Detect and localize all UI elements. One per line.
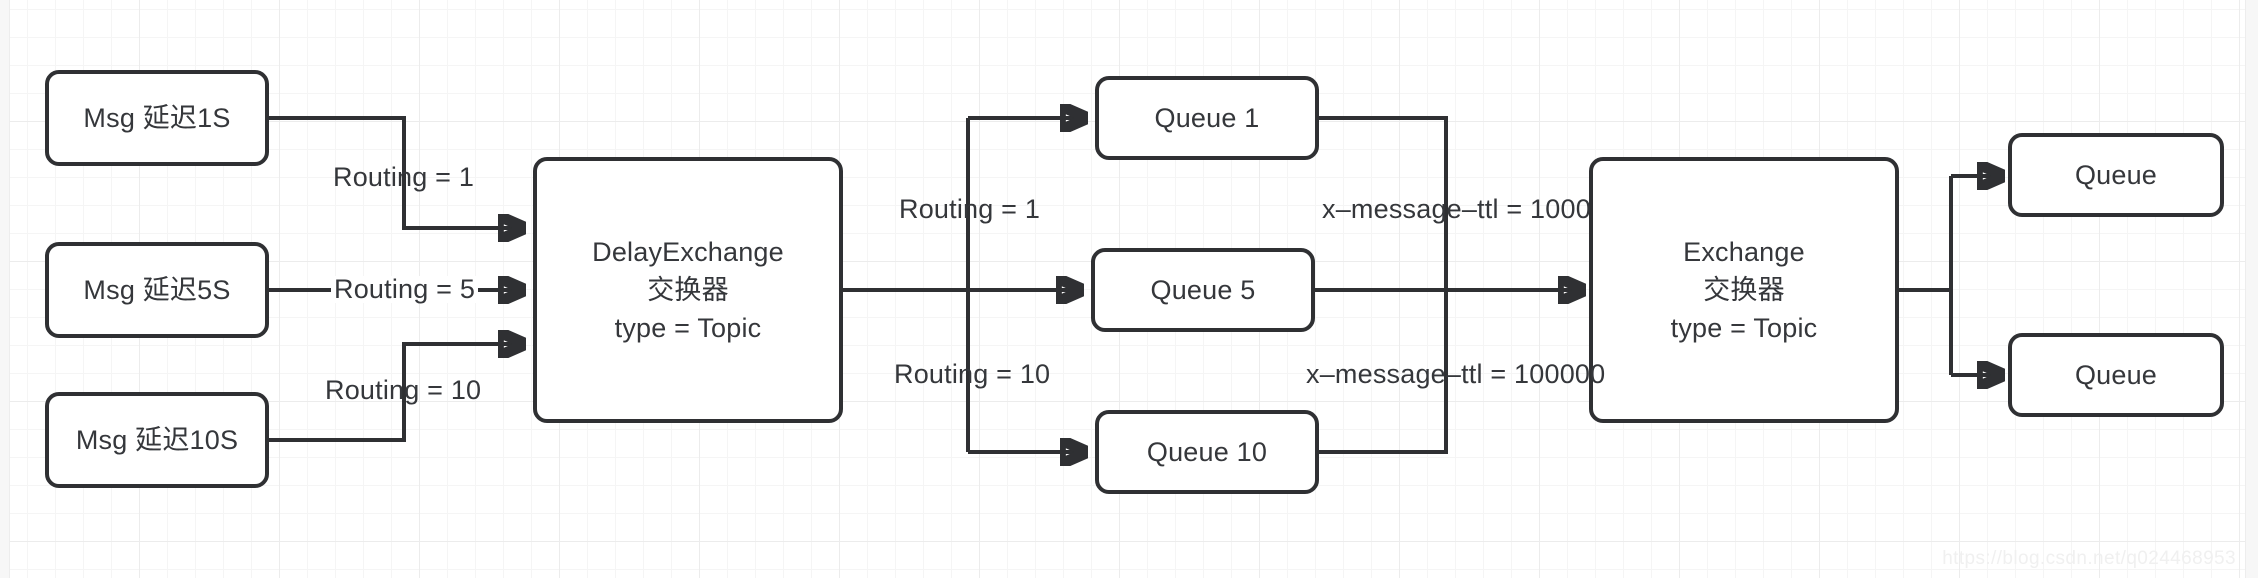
canvas-left-gutter xyxy=(0,0,10,578)
canvas-right-gutter xyxy=(2245,0,2258,578)
watermark: https://blog.csdn.net/q024468953 xyxy=(1942,548,2236,569)
node-queue-5-label: Queue 5 xyxy=(1150,274,1256,305)
node-exchange-line1: Exchange xyxy=(1683,236,1805,267)
node-delay-exchange[interactable]: DelayExchange 交换器 type = Topic xyxy=(533,157,843,423)
node-exchange-line3: type = Topic xyxy=(1670,313,1818,344)
node-queue-10[interactable]: Queue 10 xyxy=(1095,410,1319,494)
edge-label-x-message-ttl-1000: x–message–ttl = 1000 xyxy=(1322,194,1591,224)
node-out-queue-top-label: Queue xyxy=(2074,159,2158,190)
node-delay-exchange-line1: DelayExchange xyxy=(592,236,784,267)
edge-label-routing-10-mid: Routing = 10 xyxy=(894,359,1051,389)
edge-label-routing-10-left: Routing = 10 xyxy=(325,375,482,405)
node-queue-10-label: Queue 10 xyxy=(1146,436,1268,467)
node-delay-exchange-line2: 交换器 xyxy=(647,274,729,305)
node-msg-delay-5s-label: Msg 延迟5S xyxy=(83,274,231,305)
node-out-queue-top[interactable]: Queue xyxy=(2008,133,2224,217)
node-delay-exchange-line3: type = Topic xyxy=(614,313,762,344)
node-out-queue-bottom[interactable]: Queue xyxy=(2008,333,2224,417)
node-msg-delay-10s[interactable]: Msg 延迟10S xyxy=(45,392,269,488)
node-msg-delay-1s[interactable]: Msg 延迟1S xyxy=(45,70,269,166)
edge-label-routing-1-mid: Routing = 1 xyxy=(899,194,1041,224)
edge-label-x-message-ttl-100000: x–message–ttl = 100000 xyxy=(1306,359,1606,389)
node-msg-delay-1s-label: Msg 延迟1S xyxy=(83,102,231,133)
node-queue-1-label: Queue 1 xyxy=(1154,102,1260,133)
node-queue-1[interactable]: Queue 1 xyxy=(1095,76,1319,160)
node-exchange-line2: 交换器 xyxy=(1703,274,1785,305)
edge-label-routing-1-left: Routing = 1 xyxy=(333,162,475,192)
node-queue-5[interactable]: Queue 5 xyxy=(1091,248,1315,332)
node-exchange[interactable]: Exchange 交换器 type = Topic xyxy=(1589,157,1899,423)
node-msg-delay-10s-label: Msg 延迟10S xyxy=(75,424,239,455)
node-msg-delay-5s[interactable]: Msg 延迟5S xyxy=(45,242,269,338)
edge-label-routing-5-left: Routing = 5 xyxy=(331,276,479,303)
node-out-queue-bottom-label: Queue xyxy=(2074,359,2158,390)
